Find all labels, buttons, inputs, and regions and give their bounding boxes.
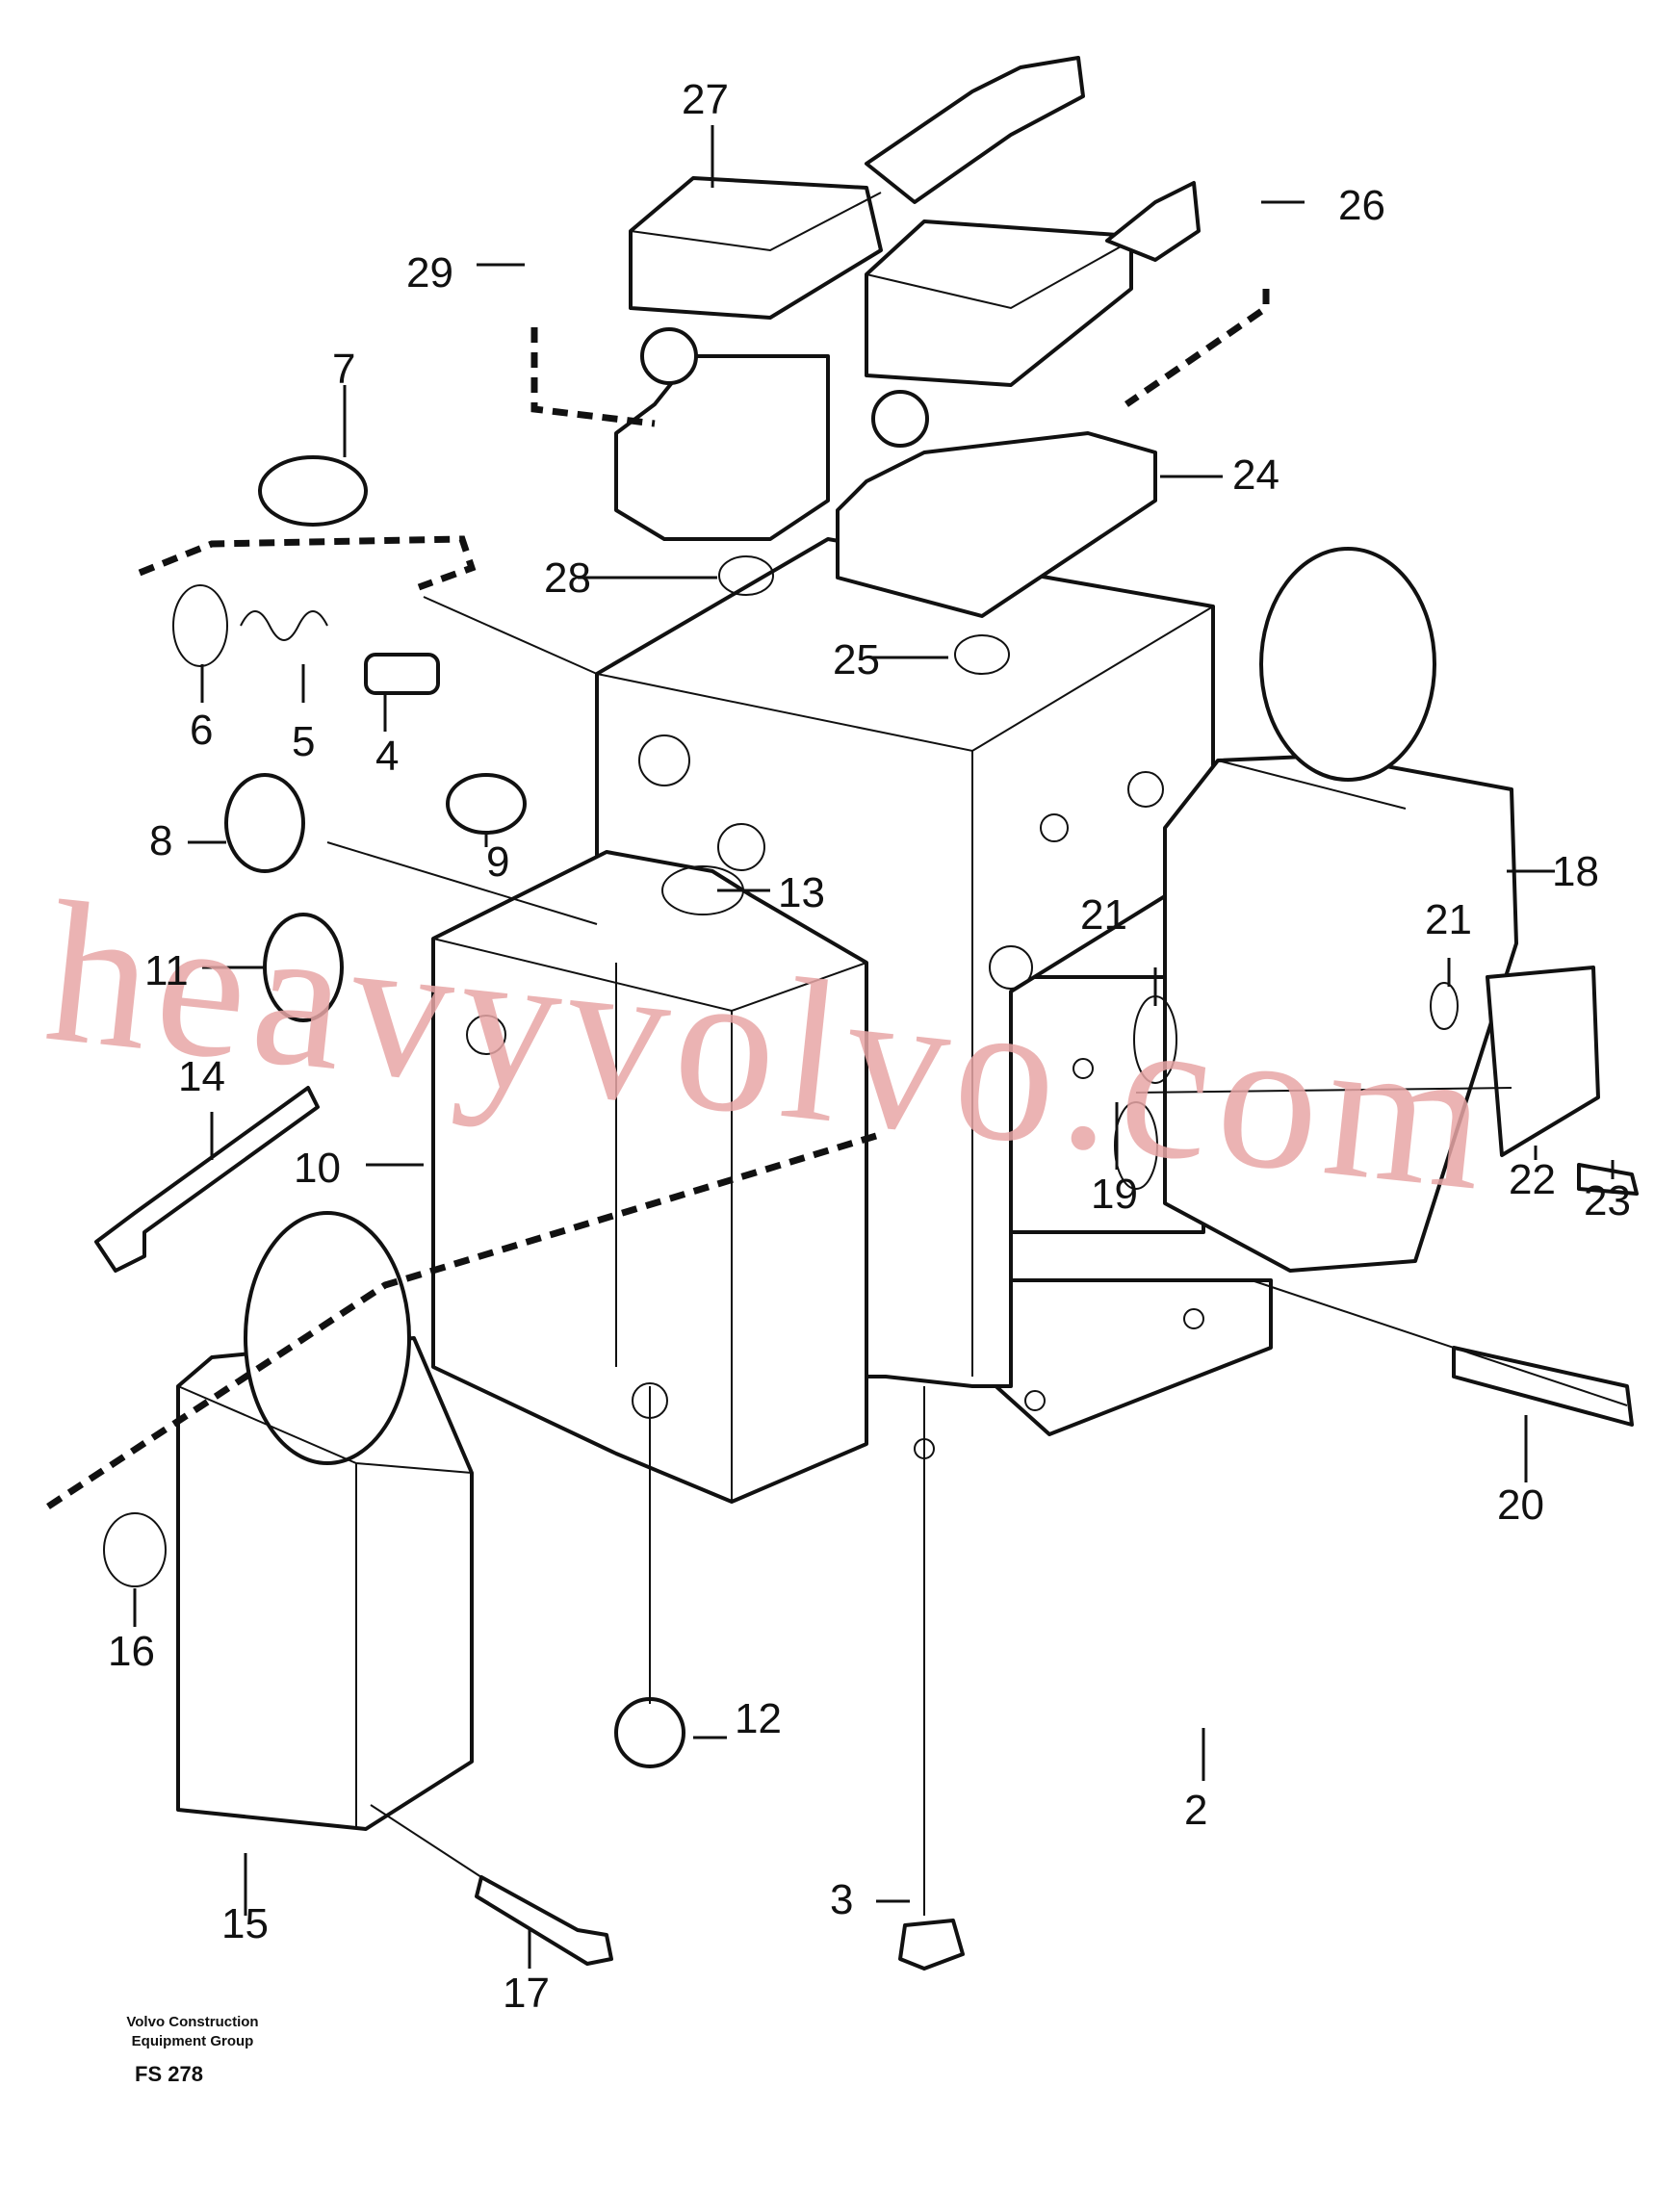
callout-21-left: 21 (1080, 891, 1127, 939)
top-solenoid-valve-left (614, 56, 1085, 541)
callout-8: 8 (149, 817, 172, 864)
callout-6: 6 (190, 707, 213, 754)
right-solenoid-valve (1163, 547, 1600, 1273)
small-parts (94, 455, 1639, 1971)
footer-company-line2: Equipment Group (131, 2033, 254, 2049)
callout-14: 14 (178, 1053, 225, 1100)
callout-labels: 27 26 29 7 24 28 25 6 5 4 8 9 13 18 21 2… (108, 76, 1631, 2017)
callout-5: 5 (292, 718, 315, 765)
callout-25: 25 (833, 636, 880, 683)
callout-4: 4 (375, 733, 399, 780)
callout-19: 19 (1091, 1171, 1138, 1218)
lower-solenoid-valve (176, 1211, 474, 1831)
callout-24: 24 (1232, 451, 1279, 499)
callout-11: 11 (144, 947, 189, 994)
callout-21-right: 21 (1425, 896, 1472, 943)
callout-3: 3 (830, 1876, 853, 1923)
callout-29: 29 (406, 249, 453, 296)
dashed-group-lines (46, 289, 1270, 1509)
spacer-block (431, 850, 868, 1504)
top-solenoid-valve-right (836, 181, 1201, 618)
callout-18: 18 (1552, 848, 1599, 895)
callout-23: 23 (1584, 1177, 1631, 1224)
callout-27: 27 (682, 76, 729, 123)
leader-lines (133, 125, 1628, 1969)
callout-26: 26 (1338, 182, 1385, 229)
footer-figure-code: FS 278 (135, 2062, 203, 2086)
callout-2: 2 (1184, 1787, 1207, 1834)
callout-28: 28 (544, 554, 591, 602)
callout-22: 22 (1509, 1156, 1556, 1203)
callout-20: 20 (1497, 1481, 1544, 1529)
footer-company-line1: Volvo Construction (126, 2014, 259, 2030)
callout-9: 9 (486, 838, 509, 886)
callout-15: 15 (221, 1900, 269, 1947)
callout-16: 16 (108, 1628, 155, 1675)
callout-13: 13 (778, 869, 825, 916)
callout-7: 7 (332, 346, 355, 393)
callout-10: 10 (294, 1145, 341, 1192)
callout-12: 12 (735, 1695, 782, 1742)
callout-17: 17 (503, 1970, 550, 2017)
